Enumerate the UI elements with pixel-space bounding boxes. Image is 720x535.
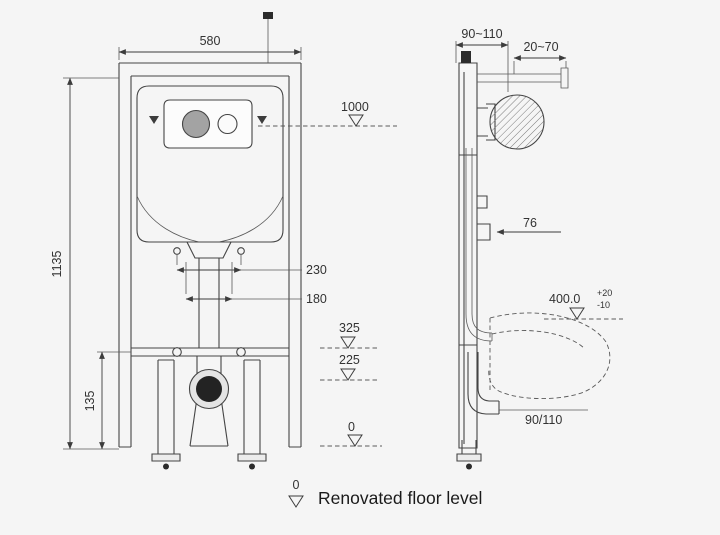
flange-bolt-left [173, 247, 181, 255]
fixing-hole-left [172, 347, 182, 357]
extension-line [185, 262, 233, 294]
side-foot-bolt [466, 463, 472, 470]
floor-level-legend: 0 Renovated floor level [288, 478, 482, 508]
toilet-bowl-outline [488, 312, 611, 399]
side-wall-anchor-bolt [461, 51, 471, 63]
extension-line [176, 255, 242, 265]
cistern-taper-lines [136, 195, 284, 243]
frame-outline [118, 62, 302, 448]
side-foot-plate [456, 453, 482, 462]
side-frame-outline [458, 62, 478, 449]
dim-frame-width: 580 [200, 34, 221, 48]
dim-outlet-spacing-230: 230 [306, 263, 327, 277]
foot-bolt-right [249, 463, 255, 470]
side-flush-pipe [465, 148, 493, 342]
foot-bolt-left [163, 463, 169, 470]
side-foot-column [461, 440, 477, 454]
level-marker [288, 495, 304, 508]
dim-flush-button-height: 1000 [341, 100, 369, 114]
dim-bowl-tolerance-minus: -10 [597, 300, 610, 310]
dim-drain-diameter: 90/110 [525, 413, 562, 427]
flange-bolt-right [237, 247, 245, 255]
wall-anchor-bolt [263, 12, 273, 19]
flush-button-small [217, 113, 238, 135]
dim-floor-zero-front: 0 [348, 420, 355, 434]
dim-offset-76: 76 [523, 216, 537, 230]
side-drain-elbow [467, 352, 500, 415]
fixing-crossbar [131, 347, 289, 357]
dim-wall-distance: 90~110 [461, 27, 502, 41]
outlet-flange [186, 241, 232, 259]
dim-adjust-range: 20~70 [523, 40, 558, 54]
supply-coil [489, 94, 545, 150]
dim-foot-135: 135 [83, 391, 97, 412]
level-marker [340, 336, 356, 349]
pipe-bracket [477, 195, 491, 241]
drain-outlet [196, 376, 222, 402]
wall-bracket-arm [477, 67, 569, 89]
cistern-outline [136, 85, 284, 243]
dim-level-225: 225 [339, 353, 360, 367]
flush-pipe [198, 258, 220, 348]
side-view: 90~110 20~70 76 400.0 +20 -10 90/110 [455, 27, 623, 470]
extension-line [513, 61, 567, 74]
dim-frame-height: 1135 [50, 251, 64, 278]
foot-columns [157, 359, 261, 454]
level-marker [348, 114, 364, 127]
footer-zero: 0 [293, 478, 300, 492]
flush-button-large [181, 109, 211, 139]
front-view: 580 1135 135 1000 230 180 325 225 0 [50, 12, 397, 470]
dim-bowl-tolerance-plus: +20 [597, 288, 612, 298]
dim-bowl-height: 400.0 [549, 292, 580, 306]
dim-spacing-180: 180 [306, 292, 327, 306]
level-marker [569, 307, 585, 320]
foot-plates [151, 453, 267, 462]
fixing-hole-right [236, 347, 246, 357]
level-marker [347, 434, 363, 447]
level-marker [340, 368, 356, 381]
footer-floor-label: Renovated floor level [318, 488, 482, 508]
extension-line [118, 47, 302, 60]
dim-level-325: 325 [339, 321, 360, 335]
